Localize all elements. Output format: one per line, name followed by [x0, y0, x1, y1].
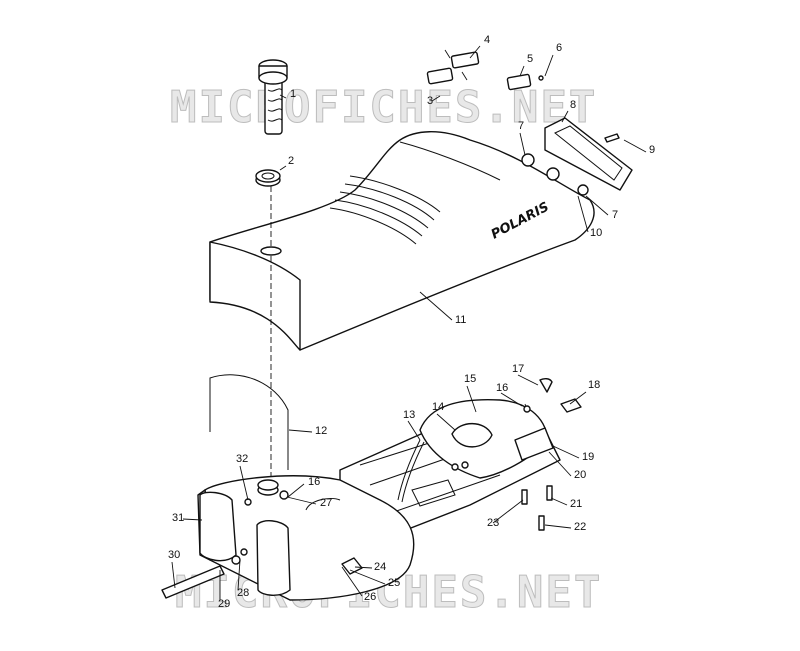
callout-14: 14 [432, 401, 444, 413]
callout-9: 9 [649, 144, 655, 156]
callout-7: 7 [518, 120, 524, 132]
callout-leader [407, 420, 421, 441]
callout-5: 5 [527, 53, 533, 65]
callout-12: 12 [315, 425, 327, 437]
callout-leader [492, 499, 524, 524]
callout-leader [469, 45, 481, 59]
callout-21: 21 [570, 498, 582, 510]
callout-16: 16 [308, 476, 320, 488]
callout-leader [585, 195, 609, 216]
fuel-pickup-line [161, 548, 248, 599]
tail-light-housing [521, 75, 633, 196]
callout-2: 2 [288, 155, 294, 167]
callout-leader [237, 559, 241, 591]
callout-leader [288, 429, 313, 433]
callout-8: 8 [570, 99, 576, 111]
callout-18: 18 [588, 379, 600, 391]
callout-11: 11 [455, 314, 466, 326]
callout-16: 16 [496, 382, 508, 394]
callout-24: 24 [374, 561, 386, 573]
callout-29: 29 [218, 598, 230, 610]
callout-19: 19 [582, 451, 594, 463]
callout-leader [419, 291, 453, 321]
callout-4: 4 [484, 34, 490, 46]
callout-leader [519, 132, 526, 156]
callout-32: 32 [236, 453, 248, 465]
callout-1: 1 [290, 88, 296, 100]
callout-6: 6 [556, 42, 562, 54]
callout-26: 26 [364, 591, 376, 603]
callout-22: 22 [574, 521, 586, 533]
callout-leader [286, 496, 317, 505]
callout-leader [354, 566, 373, 569]
vent-line [209, 374, 289, 470]
callout-leader [171, 561, 176, 589]
callout-23: 23 [487, 517, 499, 529]
callout-31: 31 [172, 512, 184, 524]
callout-leader [341, 566, 363, 597]
callout-leader [519, 65, 525, 77]
callout-leader [466, 385, 477, 413]
fuel-cap [258, 59, 288, 135]
callout-20: 20 [574, 469, 586, 481]
callout-leader [500, 392, 523, 407]
callout-3: 3 [427, 95, 433, 107]
callout-27: 27 [320, 497, 332, 509]
callout-numbers: 1234567897101112131415161718192021222324… [168, 34, 655, 610]
callout-leader [569, 391, 587, 405]
callout-leader [279, 94, 287, 99]
callout-leader [577, 195, 589, 233]
callout-28: 28 [237, 587, 249, 599]
callout-leader [552, 445, 580, 459]
callout-10: 10 [590, 227, 602, 239]
callout-leader [431, 95, 441, 102]
callout-17: 17 [512, 363, 524, 375]
callout-leader [544, 524, 572, 529]
callout-25: 25 [388, 577, 400, 589]
callout-leader [279, 165, 287, 171]
callout-30: 30 [168, 549, 180, 561]
callout-leader [436, 413, 456, 431]
callout-leader [561, 110, 569, 123]
callout-leader [349, 569, 386, 585]
callout-leader [548, 451, 572, 477]
watermark-top: MICROFICHES.NET [170, 82, 597, 133]
callout-leader [239, 465, 249, 501]
callout-leader [517, 374, 539, 386]
callout-leader [182, 518, 203, 521]
callout-leader [550, 497, 568, 506]
callout-leader [623, 139, 647, 153]
callout-leader [544, 54, 554, 77]
callout-leader [287, 483, 305, 498]
callout-15: 15 [464, 373, 476, 385]
fuel-cap-grommet [255, 169, 281, 187]
callout-13: 13 [403, 409, 415, 421]
fuel-tank [197, 475, 415, 601]
callout-7: 7 [612, 209, 618, 221]
seat: POLARIS [209, 131, 595, 351]
